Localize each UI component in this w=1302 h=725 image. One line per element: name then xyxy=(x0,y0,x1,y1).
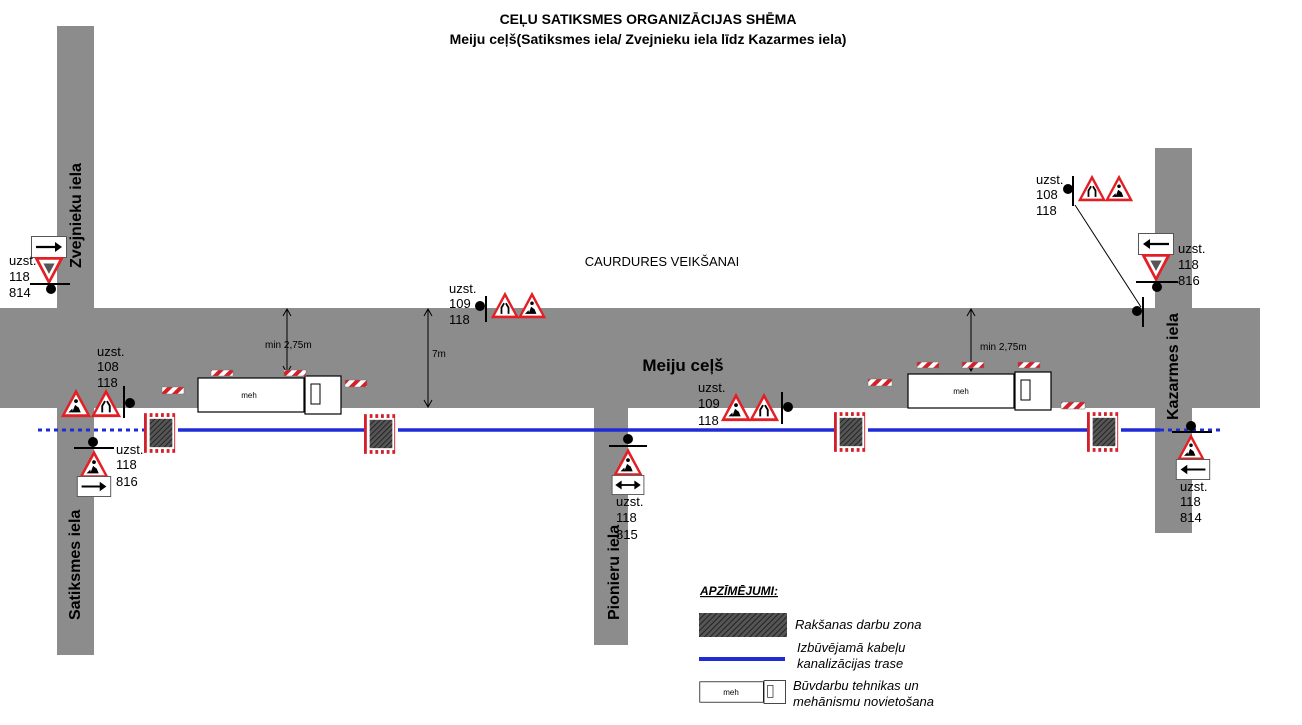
sign-group-pionieru-top: uzst. 109 118 xyxy=(449,281,547,327)
sign-group-kazarmes-bottom: uzst. 118 814 xyxy=(1172,421,1212,525)
arrow-left-sign-icon xyxy=(1138,233,1174,255)
barrier xyxy=(283,369,307,377)
sign-code: uzst. xyxy=(449,281,476,296)
street-label-pionieru: Pionieru iela xyxy=(606,525,623,620)
sign-code: 109 xyxy=(449,296,471,311)
barrier xyxy=(1017,361,1041,369)
sign-code: 815 xyxy=(616,527,638,542)
scheme-subtitle: Meiju ceļš(Satiksmes iela/ Zvejnieku iel… xyxy=(450,31,847,47)
road-width-label: 7m xyxy=(432,349,446,360)
scheme-title: CEĻU SATIKSMES ORGANIZĀCIJAS SHĒMA xyxy=(500,11,797,27)
arrow-right-sign-icon xyxy=(31,236,67,258)
sign-code: uzst. xyxy=(1178,241,1205,256)
barrier xyxy=(210,369,234,377)
sign-group-satiksmes-bottom: uzst. 118 816 xyxy=(74,437,143,497)
legend-dig-label: Rakšanas darbu zona xyxy=(795,617,921,632)
barrier xyxy=(1060,401,1086,410)
sign-code: 118 xyxy=(9,269,30,284)
sign-code: 118 xyxy=(1180,494,1201,509)
barrier xyxy=(344,379,368,388)
road-narrows-sign-icon xyxy=(1077,173,1107,203)
sign-code: uzst. xyxy=(698,380,725,395)
sign-code: uzst. xyxy=(97,344,124,359)
legend-cable-label-1: Izbūvējamā kabeļu xyxy=(797,640,905,655)
street-label-zvejnieku: Zvejnieku iela xyxy=(68,163,85,268)
barrier xyxy=(961,361,985,369)
legend: APZĪMĒJUMI: Rakšanas darbu zona Izbūvēja… xyxy=(699,584,934,709)
legend-cable-label-2: kanalizācijas trase xyxy=(797,656,903,671)
dimension-road-width: 7m xyxy=(423,307,446,409)
sign-group-pionieru-bottom: uzst. 118 815 xyxy=(609,434,647,542)
street-label-satiksmes: Satiksmes iela xyxy=(67,510,84,620)
dig-zones xyxy=(144,412,1121,454)
sign-group-zvejnieku: uzst. 118 814 xyxy=(9,236,70,300)
legend-machinery-label-1: Būvdarbu tehnikas un xyxy=(793,678,919,693)
barrier xyxy=(916,361,940,369)
road-satiksmes xyxy=(57,405,94,655)
legend-dig-swatch xyxy=(699,613,787,637)
sign-code: uzst. xyxy=(9,253,36,268)
sign-code: 118 xyxy=(116,457,137,472)
sign-code: 118 xyxy=(1036,203,1057,218)
sign-code: 816 xyxy=(1178,273,1200,288)
sign-code: 109 xyxy=(698,396,720,411)
street-label-main: Meiju ceļš xyxy=(642,356,723,375)
truck-label: meh xyxy=(241,391,257,400)
roadworks-sign-icon xyxy=(1104,174,1134,202)
sign-code: 108 xyxy=(1036,187,1058,202)
barriers xyxy=(161,361,1086,410)
sign-code: 118 xyxy=(449,312,470,327)
sign-code: 108 xyxy=(97,359,119,374)
arrow-left-sign-icon xyxy=(1175,459,1211,480)
sign-code: uzst. xyxy=(116,442,143,457)
legend-machinery-label-2: mehānismu novietošana xyxy=(793,694,934,709)
sign-code: 118 xyxy=(698,413,719,428)
sign-code: uzst. xyxy=(616,494,643,509)
sign-group-kazarmes-top: uzst. 108 118 xyxy=(1036,172,1144,327)
machinery-truck-left: meh xyxy=(197,375,342,415)
dig-zone xyxy=(1087,412,1121,452)
road-meiju xyxy=(0,308,1260,408)
street-label-kazarmes: Kazarmes iela xyxy=(1165,313,1182,420)
sign-code: 814 xyxy=(1180,510,1202,525)
machinery-truck-right: meh xyxy=(907,371,1052,411)
dig-zone xyxy=(144,413,178,453)
road-narrows-sign-icon xyxy=(490,290,520,320)
roads xyxy=(0,26,1260,655)
sign-group-middle: uzst. 109 118 xyxy=(698,380,793,428)
sign-code: 118 xyxy=(616,510,637,525)
truck-label: meh xyxy=(723,688,739,697)
sign-code: 118 xyxy=(97,375,118,390)
barrier xyxy=(867,378,893,387)
sign-code: uzst. xyxy=(1036,172,1063,187)
roadworks-sign-icon xyxy=(517,291,547,319)
min-width-label-right: min 2,75m xyxy=(980,342,1027,353)
road-zvejnieku xyxy=(57,26,94,310)
sign-code: 118 xyxy=(1178,257,1199,272)
two-way-arrow-sign-icon xyxy=(611,475,645,495)
sign-code: uzst. xyxy=(1180,479,1207,494)
legend-title: APZĪMĒJUMI: xyxy=(699,584,778,598)
sign-group-satiksmes-top: uzst. 108 118 xyxy=(60,344,135,419)
min-width-label-left: min 2,75m xyxy=(265,340,312,351)
sign-code: 816 xyxy=(116,474,138,489)
truck-label: meh xyxy=(953,387,969,396)
sign-group-kazarmes-right: uzst. 118 816 xyxy=(1136,233,1205,292)
caurdures-label: CAURDURES VEIKŠANAI xyxy=(585,254,740,269)
sign-code: 814 xyxy=(9,285,31,300)
dig-zone xyxy=(834,412,868,452)
legend-machinery-swatch: meh xyxy=(699,680,786,704)
barrier xyxy=(161,386,185,395)
arrow-right-sign-icon xyxy=(76,476,112,497)
dig-zone xyxy=(364,414,398,454)
